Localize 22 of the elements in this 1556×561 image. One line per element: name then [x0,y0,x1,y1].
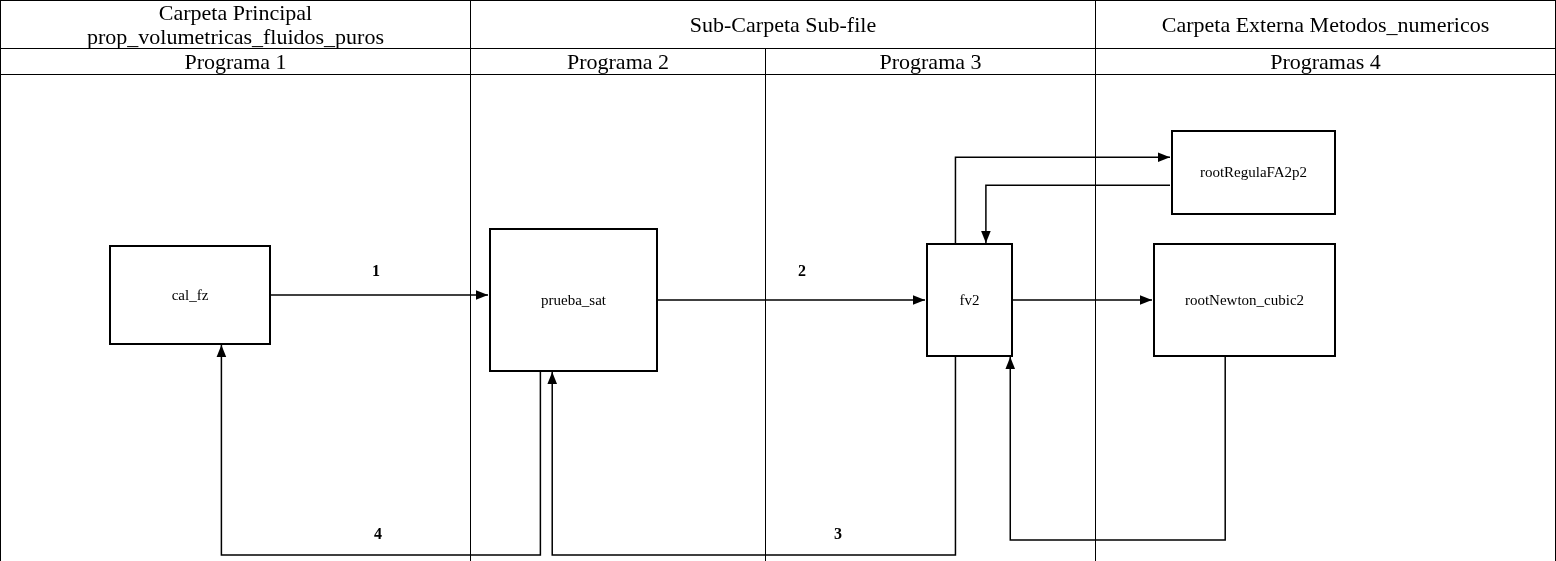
table-header-text: Carpeta Principal prop_volumetricas_fluidos_puros [86,0,385,49]
program-box: fv2 [926,243,1013,357]
column-heading: Programa 1 [1,49,470,75]
swimlane-column [0,49,471,561]
arrow [269,290,489,300]
arrow [954,152,1171,244]
table-header-text: Sub-Carpeta Sub-file [689,12,877,37]
arrow [656,295,926,305]
arrow [1005,356,1226,541]
column-heading: Programa 2 [471,49,765,75]
arrow [216,344,542,556]
column-heading: Programa 3 [766,49,1095,75]
program-box: cal_fz [109,245,271,345]
program-box: rootNewton_cubic2 [1153,243,1336,357]
program-box: rootRegulaFA2p2 [1171,130,1336,215]
arrow [1011,295,1153,305]
arrow [547,356,957,556]
swimlane-column [1095,49,1556,561]
program-box: prueba_sat [489,228,658,372]
table-header-text: Carpeta Externa Metodos_numericos [1161,12,1490,37]
column-heading: Programas 4 [1096,49,1555,75]
arrow [981,184,1171,244]
